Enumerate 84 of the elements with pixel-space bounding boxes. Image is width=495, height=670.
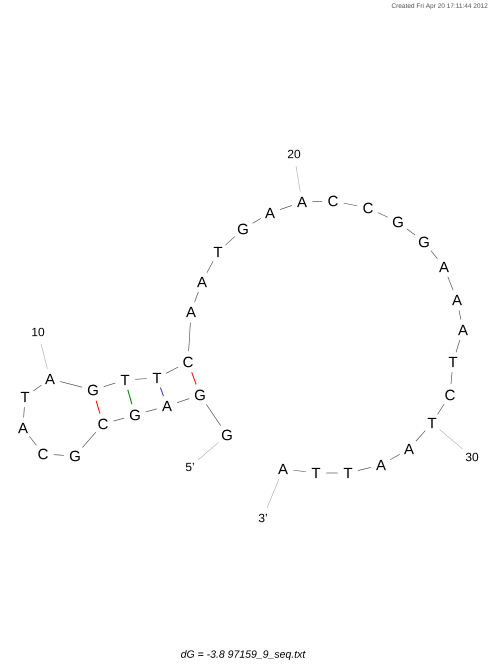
leader-line bbox=[198, 442, 219, 460]
caption: dG = -3.8 97159_9_seq.txt bbox=[181, 650, 306, 660]
base-letter: G bbox=[392, 216, 403, 228]
backbone-line bbox=[188, 322, 191, 352]
backbone-line bbox=[23, 406, 25, 418]
base-letter: A bbox=[265, 208, 275, 218]
position-number: 30 bbox=[466, 452, 478, 462]
backbone-line bbox=[103, 382, 116, 387]
backbone-line bbox=[358, 467, 372, 471]
leader-line bbox=[296, 166, 301, 192]
backbone-line bbox=[60, 381, 82, 388]
backbone-line bbox=[280, 205, 292, 210]
backbone-line bbox=[430, 250, 438, 260]
base-letter: G bbox=[194, 390, 205, 400]
backbone-line bbox=[194, 292, 199, 302]
base-letter: C bbox=[363, 202, 373, 214]
base-letter: G bbox=[70, 450, 80, 462]
backbone-line bbox=[113, 418, 125, 422]
leader-line bbox=[439, 429, 463, 450]
leader-line bbox=[266, 478, 280, 508]
base-letter: A bbox=[186, 306, 196, 318]
base-letter: C bbox=[328, 196, 338, 206]
base-pair-line bbox=[160, 387, 164, 397]
base-letter: T bbox=[120, 374, 130, 386]
base-pair-line bbox=[127, 389, 132, 405]
base-letter: A bbox=[439, 262, 449, 272]
backbone-line bbox=[166, 366, 179, 374]
base-letter: C bbox=[445, 390, 455, 400]
position-number: 5’ bbox=[186, 462, 194, 472]
base-letter: T bbox=[214, 246, 222, 258]
base-letter: A bbox=[162, 400, 172, 412]
backbone-line bbox=[456, 340, 460, 353]
base-letter: A bbox=[452, 294, 462, 306]
base-letter: A bbox=[278, 464, 288, 474]
base-letter: G bbox=[130, 410, 140, 420]
backbone-line bbox=[206, 404, 222, 426]
base-letter: T bbox=[20, 392, 30, 402]
base-letter: T bbox=[152, 372, 162, 384]
backbone-line bbox=[176, 398, 190, 403]
base-letter: T bbox=[344, 468, 352, 478]
backbone-line bbox=[145, 408, 158, 412]
backbone-line bbox=[82, 432, 96, 448]
backbone-line bbox=[458, 310, 462, 320]
backbone-line bbox=[54, 454, 64, 456]
backbone-line bbox=[326, 472, 338, 474]
backbone-line bbox=[252, 218, 262, 224]
base-letter: A bbox=[18, 422, 28, 434]
position-number: 20 bbox=[288, 150, 300, 158]
base-letter: C bbox=[183, 356, 193, 368]
backbone-line bbox=[225, 236, 236, 246]
backbone-line bbox=[378, 212, 388, 218]
backbone-line bbox=[343, 202, 358, 206]
backbone-line bbox=[448, 276, 454, 291]
backbone-line bbox=[206, 260, 214, 274]
base-pair-line bbox=[191, 372, 197, 385]
base-letter: A bbox=[458, 324, 468, 336]
position-number: 10 bbox=[32, 328, 44, 336]
base-letter: G bbox=[222, 430, 232, 440]
position-number: 3’ bbox=[258, 514, 267, 522]
backbone-line bbox=[416, 430, 426, 442]
backbone-line bbox=[312, 201, 322, 202]
base-letter: A bbox=[376, 460, 386, 470]
backbone-line bbox=[450, 372, 452, 384]
backbone-line bbox=[293, 470, 306, 472]
base-letter: G bbox=[88, 384, 98, 396]
backbone-line bbox=[406, 228, 416, 236]
base-letter: A bbox=[297, 196, 307, 208]
base-letter: T bbox=[448, 356, 458, 368]
backbone-line bbox=[390, 454, 400, 460]
base-letter: G bbox=[238, 224, 248, 234]
base-letter: G bbox=[418, 236, 429, 248]
backbone-line bbox=[29, 436, 37, 446]
backbone-line bbox=[33, 384, 42, 392]
base-pair-line bbox=[96, 400, 100, 414]
base-letter: A bbox=[197, 276, 207, 288]
backbone-line bbox=[437, 404, 444, 415]
base-letter: C bbox=[38, 448, 48, 460]
leader-line bbox=[40, 344, 48, 370]
base-letter: T bbox=[312, 468, 320, 478]
base-letter: A bbox=[45, 374, 55, 384]
base-letter: C bbox=[98, 418, 108, 430]
base-letter: A bbox=[404, 444, 414, 454]
base-letter: T bbox=[428, 418, 436, 428]
backbone-line bbox=[134, 378, 148, 380]
